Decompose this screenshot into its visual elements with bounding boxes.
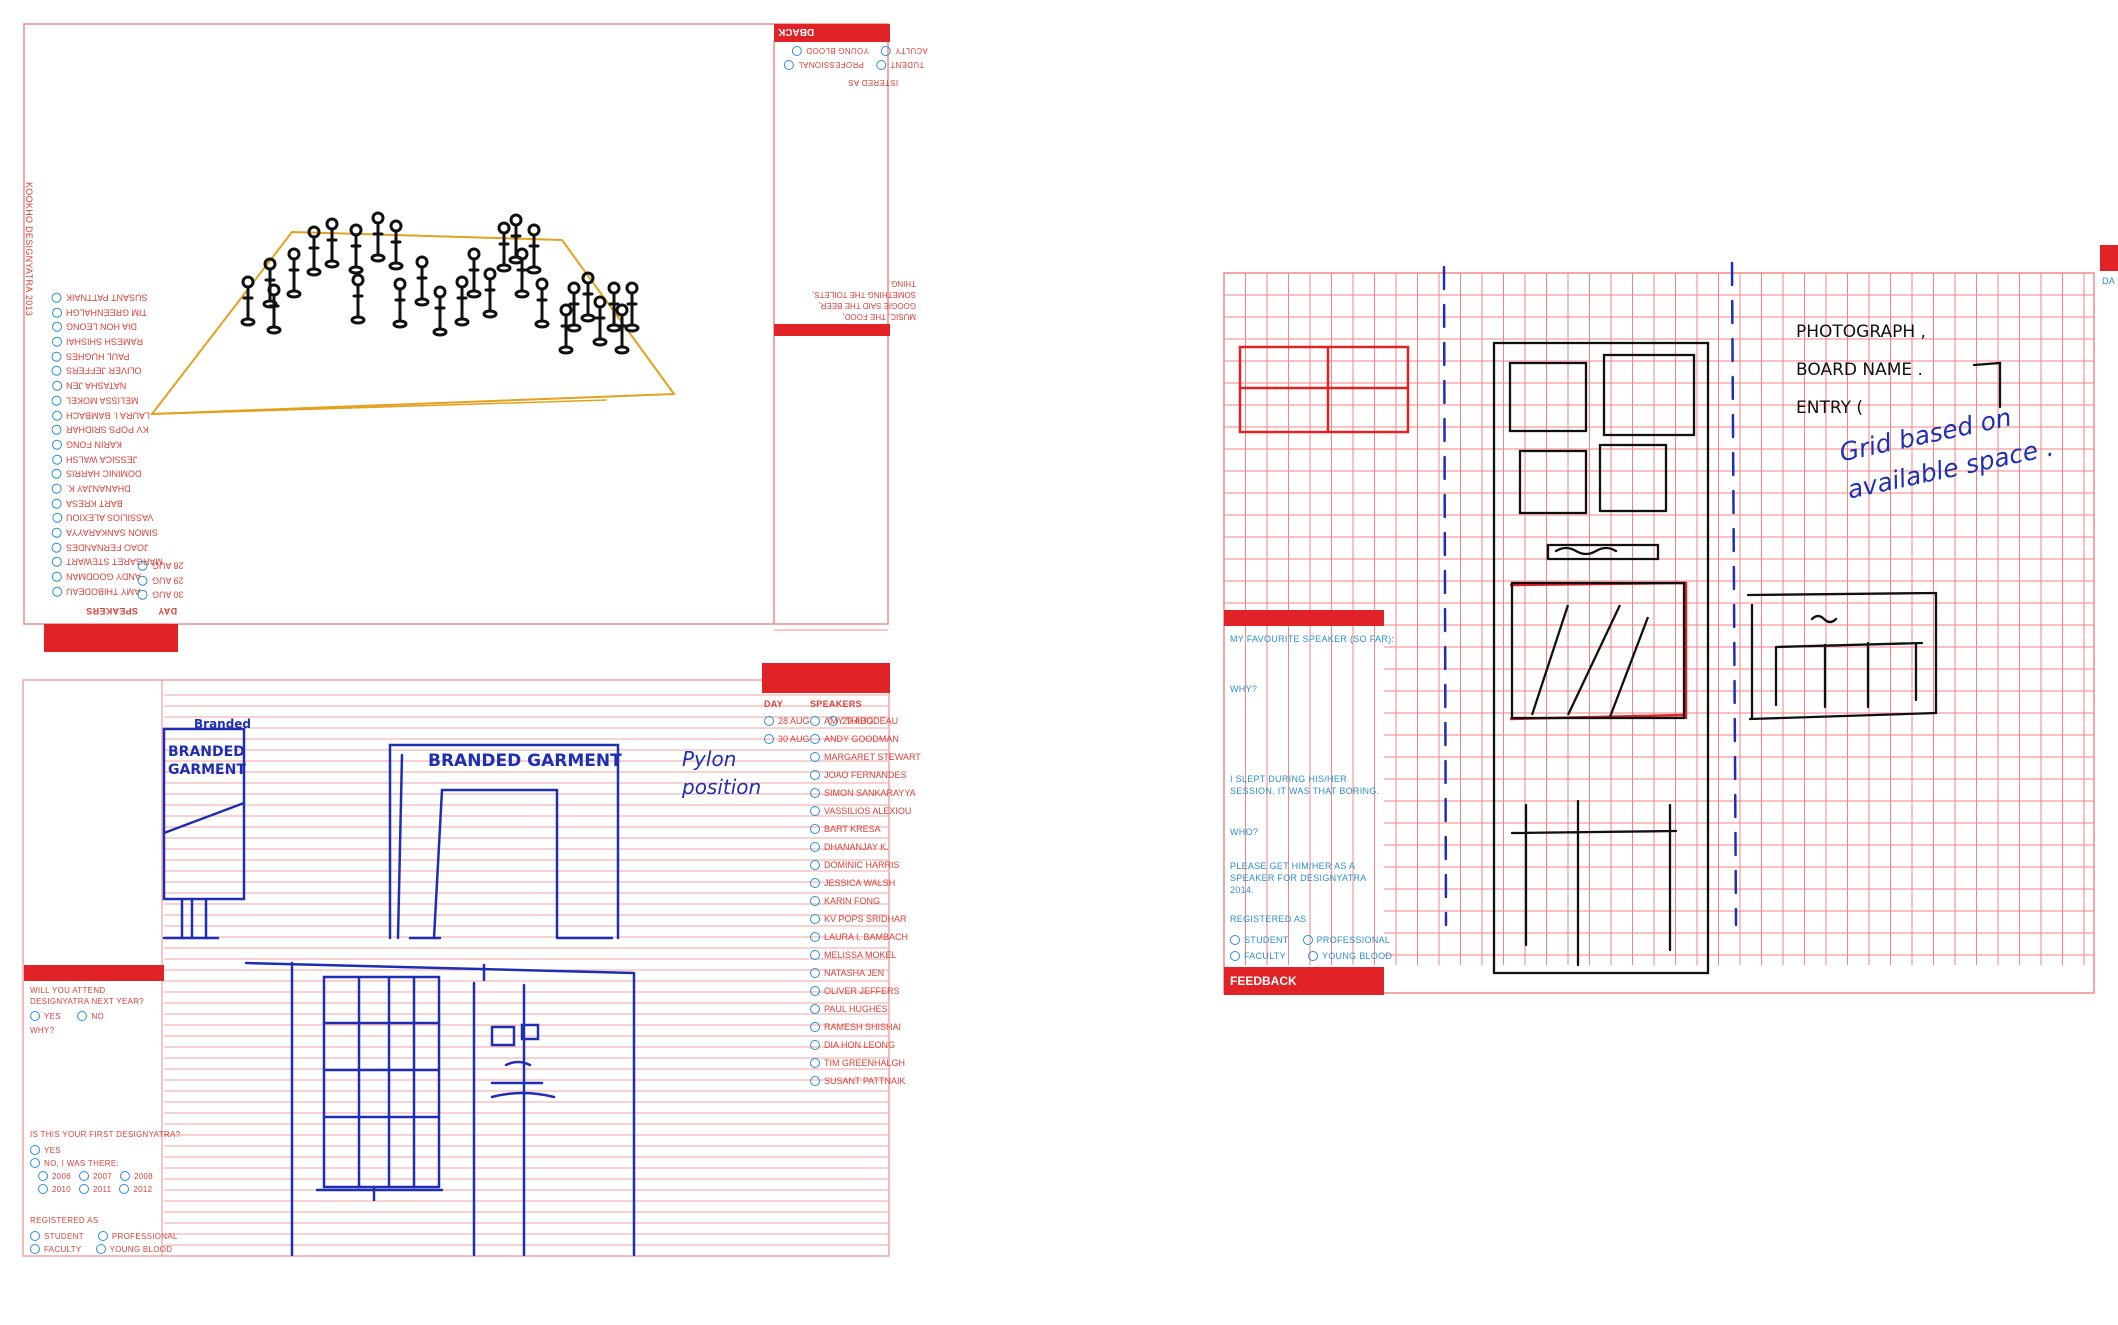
stick-figure: [268, 285, 280, 333]
sketch-sheet-booth-grid: MY FAVOURITE SPEAKER (SO FAR): WHY? I SL…: [1200, 245, 2118, 1025]
stage-outline: [152, 232, 674, 414]
stick-figure: [498, 223, 510, 271]
stick-figure: [288, 249, 300, 297]
sketch-label-arch: BRANDED GARMENT: [428, 751, 622, 771]
stick-figure: [350, 225, 362, 273]
stick-figure: [594, 297, 606, 345]
stick-figure: [416, 257, 428, 305]
stick-figure: [372, 213, 384, 261]
stick-figure: [242, 277, 254, 325]
stick-figure: [536, 279, 548, 327]
stick-figure: [434, 287, 446, 335]
booth-layout-sketch: [1200, 245, 2118, 1025]
stick-figure: [484, 269, 496, 317]
stick-figure: [582, 273, 594, 321]
sketch-label-small: Branded: [194, 717, 251, 731]
sketch-note-pylon: Pylon position: [682, 745, 761, 801]
sketch-label-panel: BRANDED GARMENT: [168, 743, 242, 779]
stick-figure: [394, 279, 406, 327]
stick-figure: [390, 221, 402, 269]
crowd-sketch: [22, 22, 890, 652]
stick-figure: [516, 249, 528, 297]
stick-figure: [626, 283, 638, 331]
sketch-grid-panel: [324, 977, 439, 1187]
sketch-note-photograph: PHOTOGRAPH , BOARD NAME . ENTRY (: [1796, 313, 1926, 427]
stick-figure: [326, 219, 338, 267]
sketch-sheet-crowd: DBACK KOOKHO DESIGNYATRA 2013 ISTERED AS…: [22, 22, 890, 652]
stick-figure: [308, 227, 320, 275]
sketch-sheet-branded-garment: DAY SPEAKERS 28 AUG 29 AUG 30 AUG AMY TH…: [22, 655, 890, 1258]
stage-front-edge: [158, 400, 607, 414]
stick-figure: [352, 275, 364, 323]
sketch-wide-counter: [1748, 593, 1936, 719]
sketch-arch: [390, 745, 618, 938]
stick-figure: [456, 277, 468, 325]
stick-figure: [468, 249, 480, 297]
sketch-door: [474, 965, 524, 1255]
stick-figure: [528, 225, 540, 273]
sketch-red-frame-small: [1240, 347, 1408, 432]
